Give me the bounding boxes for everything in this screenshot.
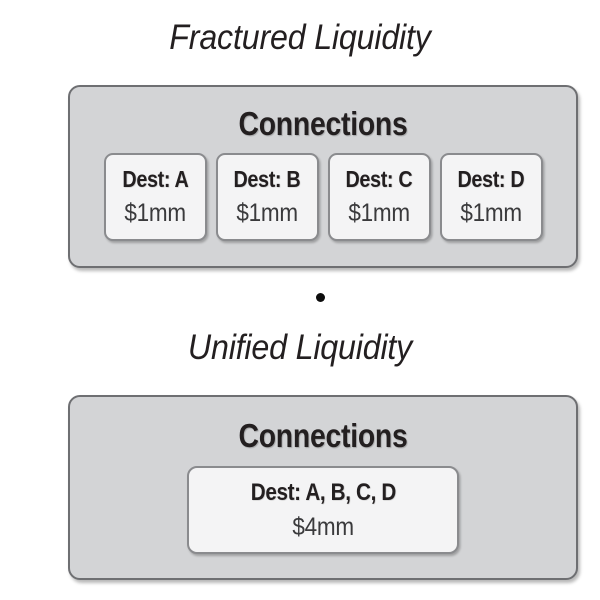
section-title-unified-liquidity: Unified Liquidity bbox=[187, 328, 413, 367]
destination-card-amount: $1mm bbox=[348, 199, 410, 227]
destination-card-label: Dest: A, B, C, D bbox=[250, 478, 396, 506]
connections-panel-fractured: Connections Dest: A $1mm Dest: B $1mm De… bbox=[68, 85, 578, 268]
destination-card-label: Dest: A bbox=[121, 166, 189, 192]
destination-card[interactable]: Dest: B $1mm bbox=[215, 153, 319, 241]
panel-heading-connections-fractured: Connections bbox=[238, 105, 408, 142]
destination-card-label: Dest: B bbox=[233, 166, 301, 192]
destination-card-amount: $1mm bbox=[460, 199, 522, 227]
section-title-fractured-liquidity: Fractured Liquidity bbox=[169, 18, 431, 57]
destination-card-row-unified: Dest: A, B, C, D $4mm bbox=[70, 466, 576, 554]
destination-card[interactable]: Dest: A $1mm bbox=[103, 153, 207, 241]
destination-card-amount: $4mm bbox=[292, 512, 354, 541]
destination-card-label: Dest: C bbox=[345, 166, 413, 192]
connections-panel-unified: Connections Dest: A, B, C, D $4mm bbox=[68, 395, 578, 580]
panel-heading-connections-unified: Connections bbox=[238, 417, 408, 454]
bullet-dot-icon bbox=[316, 293, 325, 302]
destination-card-amount: $1mm bbox=[236, 199, 298, 227]
destination-card[interactable]: Dest: C $1mm bbox=[327, 153, 431, 241]
destination-card-amount: $1mm bbox=[124, 199, 186, 227]
destination-card[interactable]: Dest: D $1mm bbox=[439, 153, 543, 241]
destination-card-row-fractured: Dest: A $1mm Dest: B $1mm Dest: C $1mm D… bbox=[70, 153, 576, 241]
destination-card[interactable]: Dest: A, B, C, D $4mm bbox=[187, 466, 459, 554]
destination-card-label: Dest: D bbox=[457, 166, 525, 192]
